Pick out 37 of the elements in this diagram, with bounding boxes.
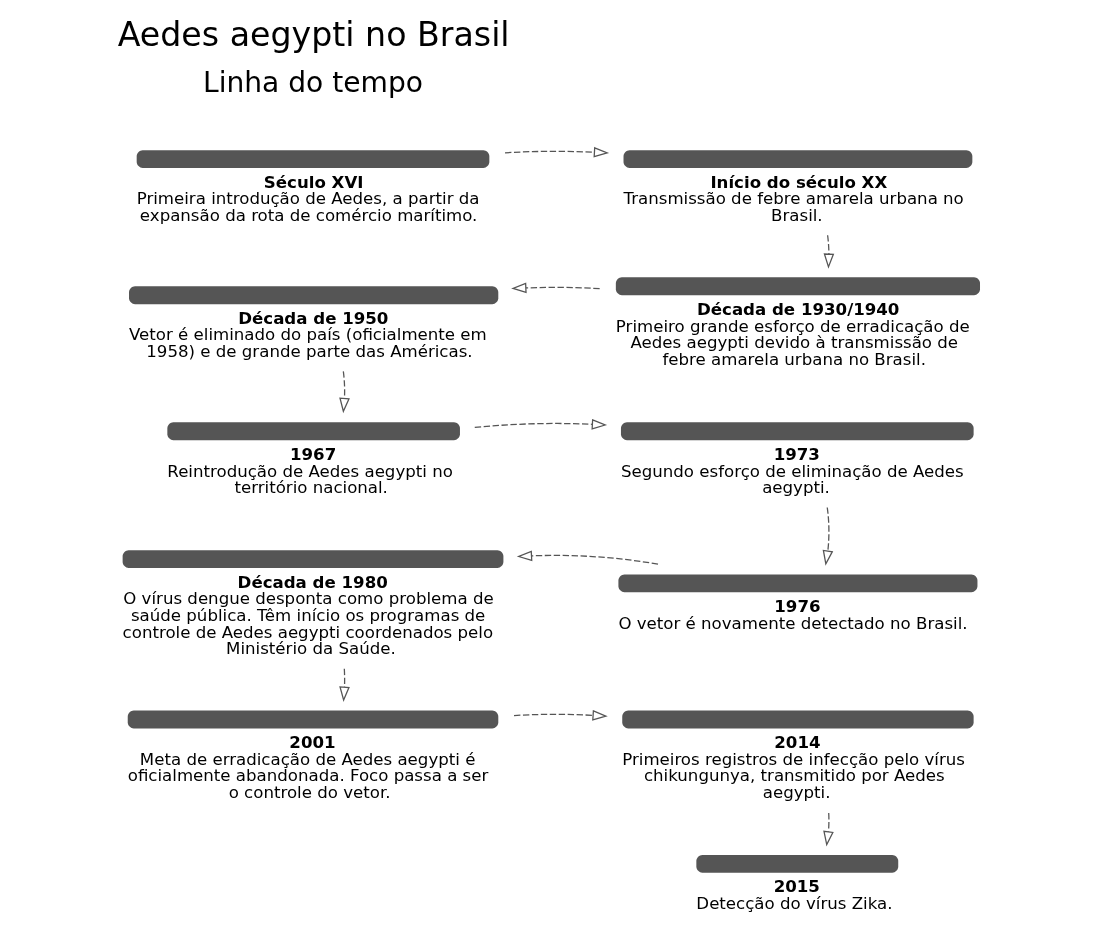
node-label: 2001 — [289, 732, 336, 752]
arrow — [339, 667, 350, 702]
arrow — [822, 506, 834, 566]
node-label: 1967 — [290, 444, 337, 464]
arrow — [516, 549, 659, 565]
node-label: 2014 — [774, 732, 821, 752]
node-box — [136, 149, 490, 168]
node-box — [620, 421, 974, 440]
node-label: Segundo esforço de eliminação de Aedes aegypti. — [620, 461, 964, 497]
node-label: 1973 — [773, 444, 820, 464]
node-label: Detecção do vírus Zika. — [696, 893, 893, 913]
arrow — [511, 282, 601, 293]
arrow — [823, 811, 834, 846]
node-box — [122, 549, 504, 568]
node-label: Reintrodução de Aedes aegypti no território nacional. — [167, 461, 453, 497]
node-label: 1976 — [774, 596, 821, 616]
label: Linha do tempo — [203, 65, 424, 99]
node-label: Década de 1930/1940 — [696, 299, 900, 319]
node-label: Primeiros registros de infecção pelo vírus chikungunya, transmitido por Aedes aegypti. — [622, 749, 965, 802]
node-label: Meta de erradicação de Aedes aegypti é oficialmente abandonada. Foco passa a ser o controle do vetor. — [127, 749, 489, 802]
node-box — [129, 285, 499, 304]
node-box — [623, 149, 973, 168]
arrow — [823, 234, 835, 269]
arrow — [504, 146, 610, 158]
node-box — [696, 854, 899, 873]
diagram-title: Aedes aegypti no Brasil — [117, 14, 510, 54]
node-box — [622, 710, 974, 728]
node-box — [615, 276, 980, 295]
arrow — [474, 418, 608, 430]
node-label: O vetor é novamente detectado no Brasil. — [618, 613, 968, 633]
node-box — [167, 421, 460, 440]
arrow — [339, 370, 350, 413]
node-label: 2015 — [773, 876, 820, 896]
arrow — [513, 709, 608, 721]
node-label: Primeiro grande esforço de erradicação de Aedes aegypti devido à transmissão de febre amarela urbana no Brasil. — [615, 316, 970, 369]
node-box — [618, 573, 978, 592]
node-box — [127, 710, 499, 728]
